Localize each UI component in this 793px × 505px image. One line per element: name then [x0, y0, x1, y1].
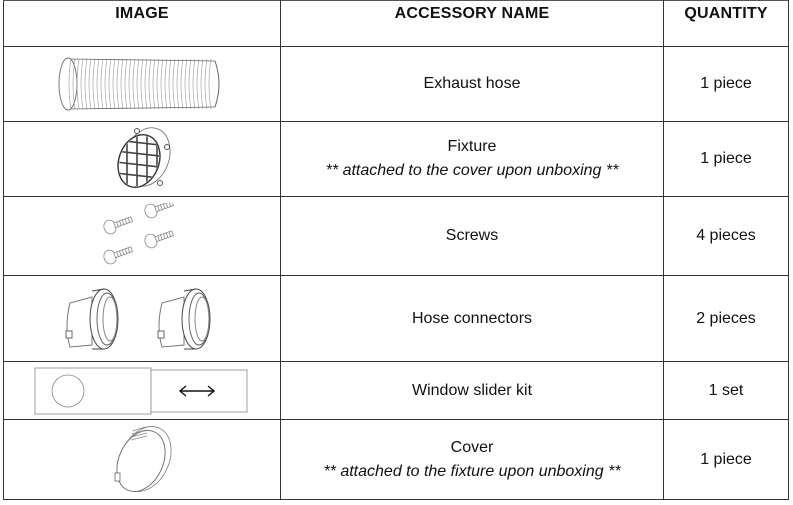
image-cell: [3, 275, 281, 362]
header-image: IMAGE: [3, 0, 281, 47]
accessory-name-cell: Hose connectors: [280, 275, 664, 362]
table-row: Exhaust hose 1 piece: [3, 46, 789, 122]
quantity-cell: 1 set: [663, 361, 789, 420]
table-row: Screws 4 pieces: [3, 196, 789, 276]
quantity-cell: 2 pieces: [663, 275, 789, 362]
header-accessory-name: ACCESSORY NAME: [280, 0, 664, 47]
accessory-name: Exhaust hose: [423, 75, 521, 92]
accessory-name: Cover: [450, 438, 494, 456]
header-row: IMAGE ACCESSORY NAME QUANTITY: [3, 0, 789, 47]
image-cell: [3, 196, 281, 276]
accessory-name-cell: Fixture ** attached to the cover upon un…: [280, 121, 664, 197]
accessories-table: IMAGE ACCESSORY NAME QUANTITY: [3, 0, 789, 500]
image-cell: [3, 419, 281, 500]
exhaust-hose-icon: [58, 57, 220, 111]
image-cell: [3, 361, 281, 420]
quantity-cell: 4 pieces: [663, 196, 789, 276]
accessory-name: Fixture: [447, 138, 497, 155]
cover-icon: [114, 425, 172, 492]
screws-icon: [103, 203, 174, 265]
accessory-name-cell: Cover ** attached to the fixture upon un…: [280, 419, 664, 500]
table-row: Hose connectors 2 pieces: [3, 275, 789, 362]
accessory-name-cell: Screws: [280, 196, 664, 276]
window-slider-kit-icon: [34, 367, 248, 414]
image-cell: [3, 121, 281, 197]
accessory-note: ** attached to the cover upon unboxing *…: [325, 162, 619, 179]
accessory-name-cell: Window slider kit: [280, 361, 664, 420]
quantity-cell: 1 piece: [663, 121, 789, 197]
accessory-note: ** attached to the fixture upon unboxing…: [323, 462, 621, 480]
quantity-cell: 1 piece: [663, 419, 789, 500]
fixture-grille-icon: [112, 127, 171, 192]
accessory-name-cell: Exhaust hose: [280, 46, 664, 122]
hose-connectors-icon: [65, 288, 211, 349]
table-row: Cover ** attached to the fixture upon un…: [3, 419, 789, 500]
accessory-name: Window slider kit: [411, 381, 533, 399]
table-row: Window slider kit 1 set: [3, 361, 789, 420]
image-cell: [3, 46, 281, 122]
accessory-name: Hose connectors: [411, 309, 533, 327]
quantity-cell: 1 piece: [663, 46, 789, 122]
accessory-name: Screws: [445, 227, 499, 244]
header-quantity: QUANTITY: [663, 0, 789, 47]
table-row: Fixture ** attached to the cover upon un…: [3, 121, 789, 197]
